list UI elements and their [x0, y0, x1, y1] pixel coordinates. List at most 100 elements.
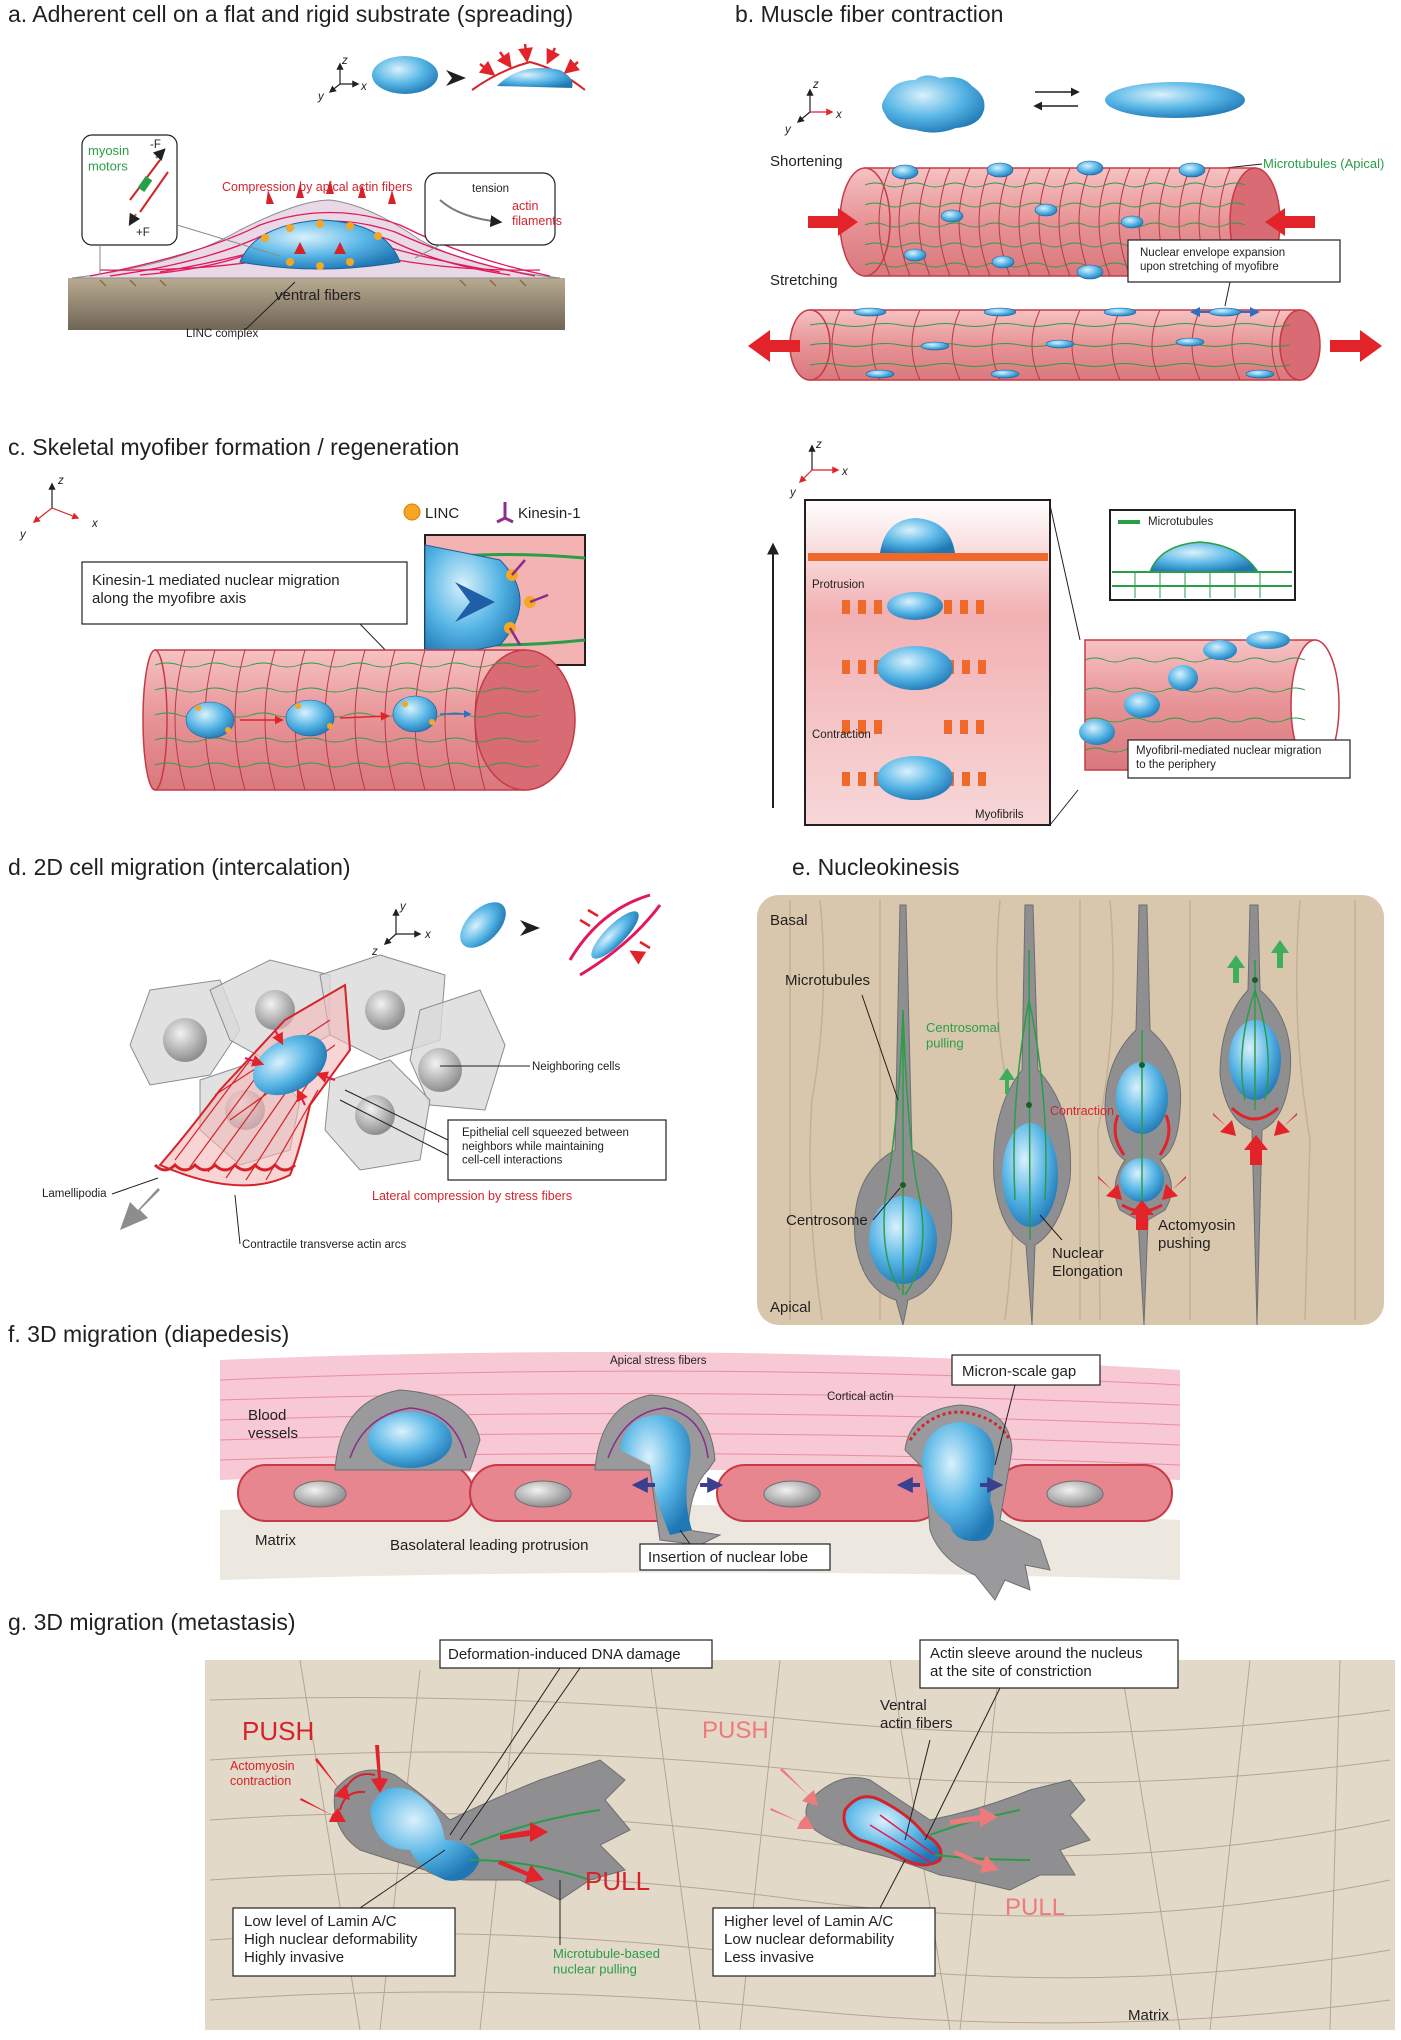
compression-arrow-right	[1265, 208, 1315, 236]
panel-e: e. Nucleokinesis Basal Apical	[757, 854, 1384, 1326]
panel-f: f. 3D migration (diapedesis)	[8, 1321, 1181, 1601]
intercalating-cell	[153, 983, 352, 1187]
leukocyte-3	[896, 1404, 1051, 1601]
axis-y-label: y	[784, 124, 792, 136]
axis-z-label: z	[815, 439, 822, 451]
microtubules-inset-label: Microtubules	[1148, 516, 1213, 528]
apical-fibers-label: Apical stress fibers	[610, 1355, 707, 1367]
microtubules-label: Microtubules	[785, 972, 870, 989]
microtubules-inset	[1109, 509, 1296, 601]
axis-y-label: y	[789, 487, 797, 499]
tension-arrow-icon	[439, 199, 503, 228]
push-arrows-left	[300, 1745, 388, 1822]
pull-arrows-left	[498, 1822, 548, 1883]
panel-g: g. 3D migration (metastasis)	[8, 1609, 1395, 2031]
elongated-nucleus	[1105, 82, 1245, 118]
actin-arcs-label: Contractile transverse actin arcs	[242, 1239, 407, 1251]
nuclear-positioning-inset	[804, 499, 1051, 826]
myosin-motor-icon	[128, 148, 169, 227]
pull-arrows-right	[950, 1807, 999, 1873]
axis-x-label: x	[835, 109, 843, 121]
panel-a-title: a. Adherent cell on a flat and rigid sub…	[8, 1, 573, 27]
leukocyte-1	[334, 1389, 481, 1471]
myosin-callout-box	[81, 134, 178, 246]
kinesin-legend-label: Kinesin-1	[518, 505, 581, 522]
basolateral-label: Basolateral leading protrusion	[390, 1537, 588, 1554]
spread-nucleus-icon	[471, 43, 586, 91]
panel-a: a. Adherent cell on a flat and rigid sub…	[8, 1, 586, 340]
panel-c-title: c. Skeletal myofiber formation / regener…	[8, 434, 459, 460]
centrosome-label: Centrosome	[786, 1212, 868, 1229]
linc-dots	[261, 220, 382, 270]
centrosomal-pull-arrows	[999, 940, 1289, 1094]
axes-icon	[796, 88, 834, 123]
dna-callout-box	[439, 1639, 713, 1669]
migrating-neuron-4	[1219, 904, 1292, 1326]
axes-icon	[798, 444, 840, 484]
migrating-neuron-3	[1104, 904, 1182, 1326]
panel-f-title: f. 3D migration (diapedesis)	[8, 1321, 289, 1347]
panel-c: c. Skeletal myofiber formation / regener…	[8, 434, 1351, 826]
matrix-label: Matrix	[255, 1532, 296, 1549]
linc-label: LINC complex	[186, 328, 258, 340]
nucleus-round	[372, 56, 438, 94]
low-lamin-callout-box	[232, 1907, 456, 1977]
stretch-arrow-right	[1330, 330, 1382, 362]
compression-arrow-left	[808, 208, 858, 236]
kinesin-callout-box	[81, 561, 408, 625]
pull-right-label: PULL	[1005, 1894, 1065, 1921]
insertion-callout-box	[639, 1543, 831, 1571]
dna-label: Deformation-induced DNA damage	[448, 1646, 681, 1663]
sleeve-callout-box	[919, 1639, 1179, 1689]
tension-callout-box	[424, 172, 556, 246]
tension-label: tension	[472, 183, 509, 195]
myofibrils-label: Myofibrils	[975, 809, 1024, 821]
basal-label: Basal	[770, 912, 808, 929]
axis-y-label: y	[317, 91, 325, 103]
squeezed-callout-box	[447, 1119, 667, 1181]
myofibre-cylinder	[142, 649, 576, 791]
axis-y-label: y	[19, 529, 27, 541]
axes-icon	[328, 62, 360, 93]
panel-d: d. 2D cell migration (intercalation) y z…	[8, 854, 667, 1251]
reversible-arrows-icon	[1033, 87, 1080, 111]
protrusion-label: Protrusion	[812, 579, 864, 591]
invasive-cell-2	[805, 1777, 1091, 1891]
neighboring-label: Neighboring cells	[532, 1061, 620, 1073]
stretch-arrow-left	[748, 330, 800, 362]
gap-label: Micron-scale gap	[962, 1363, 1076, 1380]
lamellipodia-label: Lamellipodia	[42, 1188, 107, 1200]
panel-e-title: e. Nucleokinesis	[792, 854, 959, 880]
oblique-nucleus	[460, 902, 506, 948]
minus-f-label: -F	[150, 139, 161, 151]
kinesin-zoom-inset	[424, 534, 586, 666]
matrix-corner-label: Matrix	[1128, 2007, 1169, 2024]
axis-z-label: z	[371, 946, 378, 958]
stretching-label: Stretching	[770, 272, 838, 289]
axis-x-label: x	[841, 466, 849, 478]
linc-legend-label: LINC	[425, 505, 459, 522]
kinesin-icon	[496, 502, 514, 524]
invasive-cell-1	[333, 1759, 631, 1901]
gap-callout-box	[951, 1354, 1101, 1386]
migration-direction-arrow	[120, 1188, 160, 1230]
rigid-substrate	[68, 278, 565, 330]
compression-label: Compression by apical actin fibers	[222, 180, 412, 194]
push-arrows-right	[770, 1768, 818, 1829]
transition-arrow-icon	[520, 920, 540, 936]
contraction-label: Contraction	[1050, 1104, 1114, 1118]
migrating-neuron-1	[854, 904, 953, 1326]
